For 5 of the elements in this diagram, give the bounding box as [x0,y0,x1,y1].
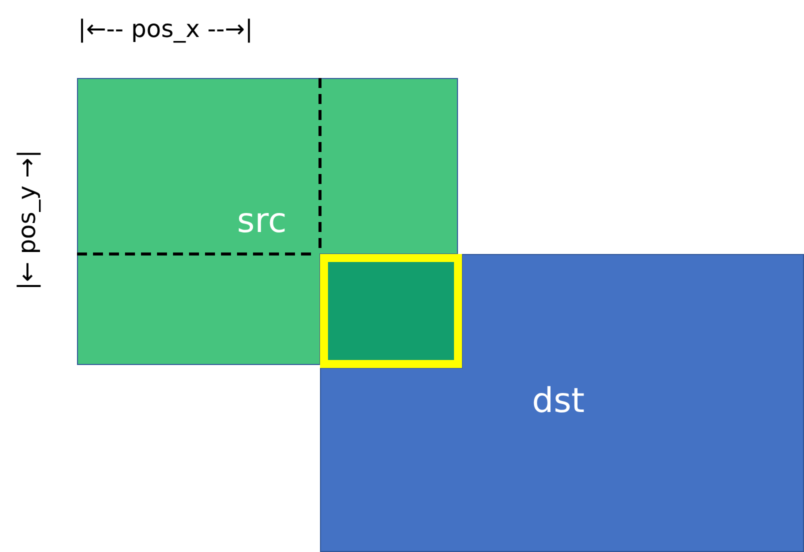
overlap-region [320,254,462,368]
rectangle-label: dst [532,384,585,418]
rectangle-label: src [237,204,287,238]
dimension-label: |←-- pos_x --→| [78,17,253,41]
dimension-label: |← pos_y →| [15,150,39,290]
